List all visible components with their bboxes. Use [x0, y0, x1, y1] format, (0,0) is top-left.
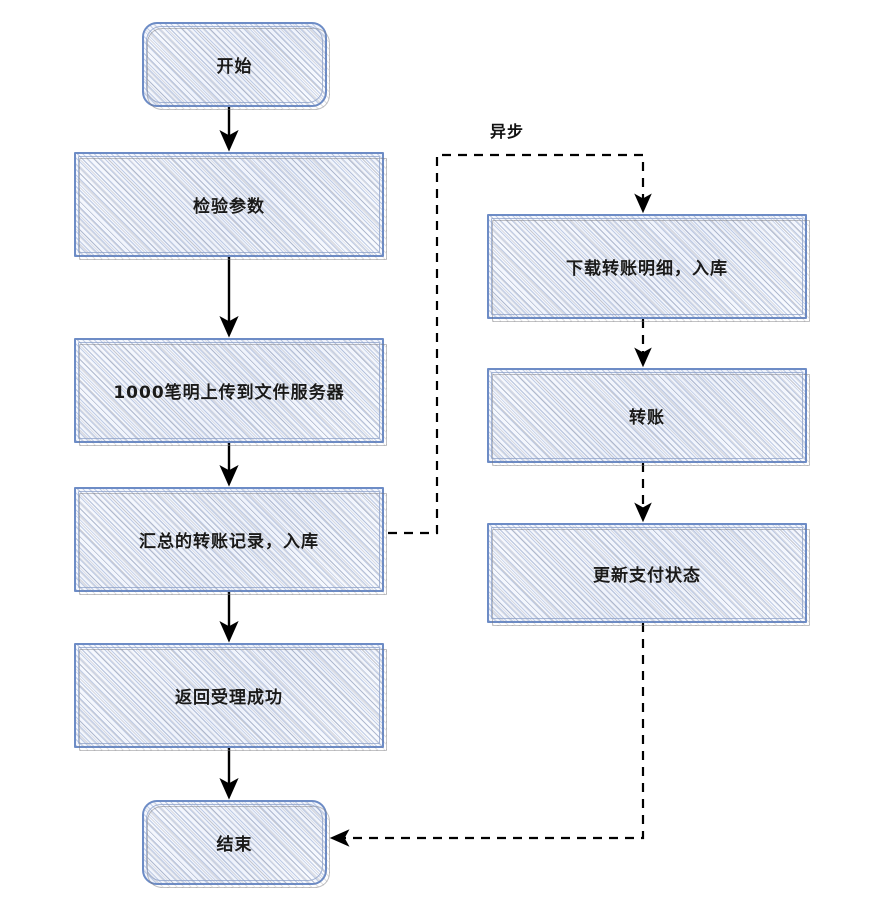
node-paystate[interactable]: 更新支付状态 — [487, 523, 810, 626]
node-label-upload: 1000笔明上传到文件服务器 — [113, 383, 345, 403]
node-transfer[interactable]: 转账 — [487, 368, 810, 466]
node-label-accepted: 返回受理成功 — [175, 688, 283, 708]
node-upload[interactable]: 1000笔明上传到文件服务器 — [74, 338, 387, 446]
async-branch-label: 异步 — [490, 122, 525, 141]
edge-summary-download — [388, 153, 652, 535]
node-label-transfer: 转账 — [629, 408, 665, 428]
node-label-summary: 汇总的转账记录，入库 — [139, 532, 319, 552]
node-accepted[interactable]: 返回受理成功 — [74, 643, 387, 751]
node-end[interactable]: 结束 — [142, 800, 330, 888]
node-download[interactable]: 下载转账明细，入库 — [487, 214, 810, 322]
node-label-download: 下载转账明细，入库 — [566, 259, 728, 279]
node-label-validate: 检验参数 — [193, 197, 265, 217]
node-label-paystate: 更新支付状态 — [593, 565, 701, 586]
node-label-end: 结束 — [216, 835, 253, 855]
node-validate[interactable]: 检验参数 — [74, 152, 387, 260]
node-summary[interactable]: 汇总的转账记录，入库 — [74, 487, 387, 595]
node-label-start: 开始 — [216, 57, 253, 77]
node-start[interactable]: 开始 — [142, 22, 330, 110]
